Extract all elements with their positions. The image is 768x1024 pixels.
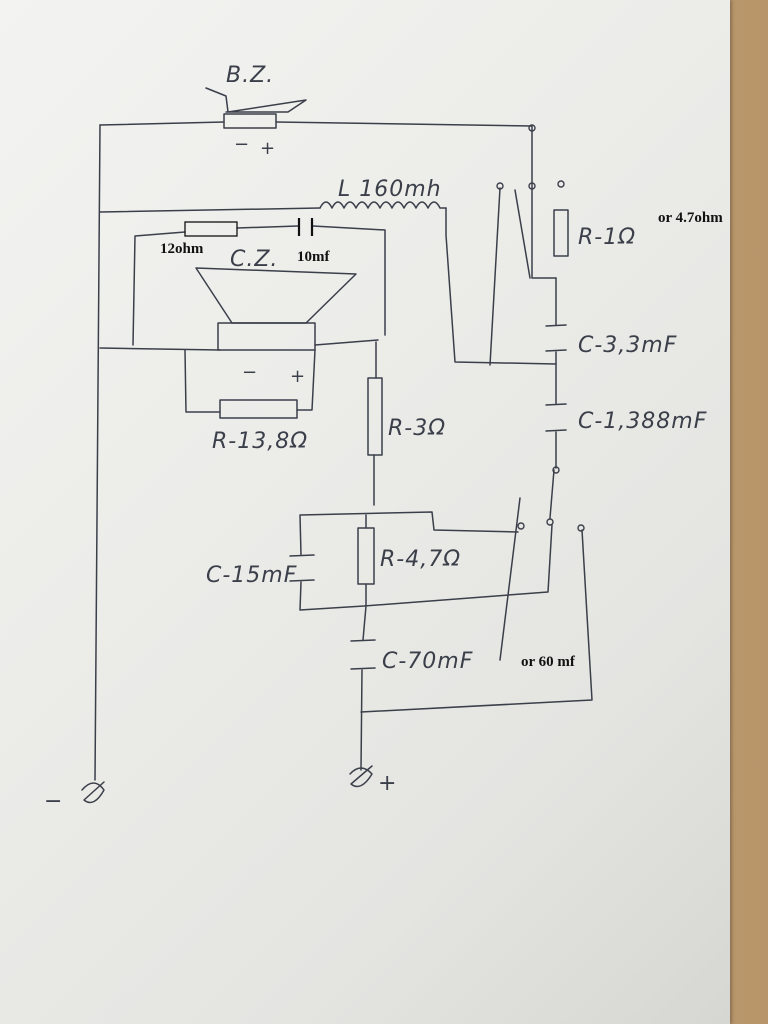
tap-wire-2 xyxy=(514,189,531,279)
wires xyxy=(94,121,593,781)
capacitor-c15 xyxy=(289,554,315,582)
terminal-dot xyxy=(528,182,536,190)
left-rail-wire xyxy=(94,124,101,781)
c15-label: C-15mF xyxy=(206,563,297,588)
terminal-dot xyxy=(528,124,536,132)
resistor-r47 xyxy=(357,527,375,585)
terminal-dot xyxy=(552,466,560,474)
woofer-symbol xyxy=(195,267,357,419)
series-capacitor-label: 10mf xyxy=(297,249,330,265)
terminal-dot xyxy=(577,524,585,532)
r-woofer-label: R-13,8Ω xyxy=(212,429,308,454)
terminals xyxy=(496,124,585,532)
r47-label: R-4,7Ω xyxy=(380,547,461,572)
c70-label: C-70mF xyxy=(382,649,473,674)
zobel-loop-wire xyxy=(132,225,386,346)
woofer-feed-wire xyxy=(99,339,379,351)
c1388-label: C-1,388mF xyxy=(578,409,707,434)
woofer-plus-label: + xyxy=(290,366,306,387)
negative-terminal-mark xyxy=(81,781,105,804)
tweeter-label: B.Z. xyxy=(226,63,274,88)
inductor-feed-wire xyxy=(99,207,321,213)
paper-sheet xyxy=(0,0,730,1024)
tweeter-symbol xyxy=(205,87,307,129)
right-chain-wire xyxy=(549,277,557,519)
terminal-dot xyxy=(546,518,554,526)
woofer-box-wire xyxy=(184,349,316,413)
c70-alt-label: or 60 mf xyxy=(521,654,576,670)
r47-box-wire xyxy=(299,511,553,611)
r1-label: R-1Ω xyxy=(578,225,636,250)
series-capacitor-10mf xyxy=(297,218,314,236)
inductor-label: L 160mh xyxy=(338,177,442,202)
inductor-coil xyxy=(319,201,447,209)
tap-wire-1 xyxy=(489,187,501,366)
inductor-out-wire xyxy=(445,207,557,365)
positive-terminal-label: + xyxy=(378,771,397,796)
tweeter-plus-label: + xyxy=(260,138,276,159)
top-wire xyxy=(99,121,533,127)
terminal-dot xyxy=(557,180,565,188)
terminal-dot xyxy=(517,522,525,530)
negative-terminal-label: − xyxy=(44,789,63,814)
r3-label: R-3Ω xyxy=(388,416,446,441)
r1-alt-label: or 4.7ohm xyxy=(658,210,723,226)
capacitor-c1388 xyxy=(545,403,567,432)
bottom-return-wire xyxy=(360,529,593,713)
slash-mark xyxy=(499,497,521,661)
right-top-drop-wire xyxy=(531,125,557,279)
terminal-dot xyxy=(496,182,504,190)
resistor-r1 xyxy=(553,209,569,257)
series-resistor-12ohm xyxy=(184,221,238,237)
c33-label: C-3,3mF xyxy=(578,333,677,358)
tweeter-minus-label: − xyxy=(234,134,250,155)
capacitor-c33 xyxy=(545,324,567,352)
woofer-minus-label: − xyxy=(242,362,258,383)
woofer-label: C.Z. xyxy=(230,247,278,272)
r3-chain-wire xyxy=(373,341,377,506)
capacitor-c70 xyxy=(350,639,376,670)
resistor-r3 xyxy=(367,377,383,456)
positive-terminal-mark xyxy=(349,765,373,788)
c70-chain-wire xyxy=(360,605,367,771)
series-resistor-label: 12ohm xyxy=(160,241,204,257)
